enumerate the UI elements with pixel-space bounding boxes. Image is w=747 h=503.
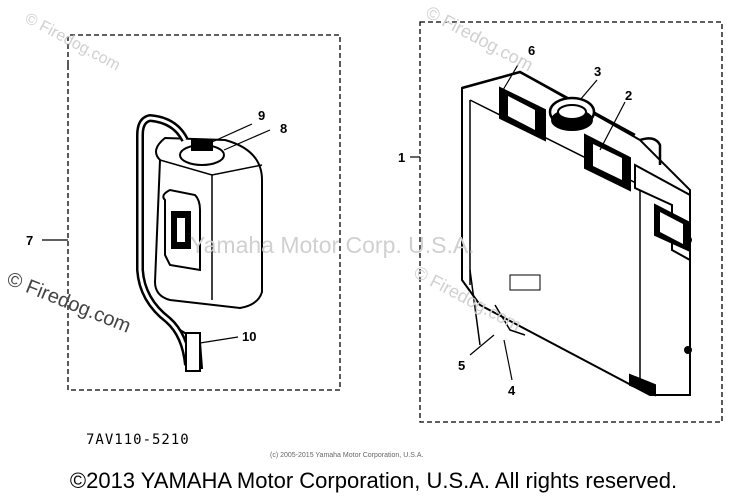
reserve-tank: [136, 113, 263, 372]
callout-2: 2: [625, 88, 632, 103]
callout-3: 3: [594, 64, 601, 79]
footer-copyright: ©2013 YAMAHA Motor Corporation, U.S.A. A…: [69, 468, 678, 493]
fine-copyright: (c) 2005-2015 Yamaha Motor Corporation, …: [270, 452, 424, 459]
callout-1: 1: [398, 150, 405, 165]
radiator: [461, 70, 692, 397]
callout-4: 4: [508, 383, 516, 398]
watermark-yamaha: Yamaha Motor Corp. U.S.A.: [190, 232, 475, 258]
part-code: 7AV110-5210: [86, 432, 190, 448]
reserve-tank-frame: [67, 34, 341, 391]
callout-7: 7: [26, 233, 33, 248]
callout-6: 6: [528, 43, 535, 58]
callout-9: 9: [258, 108, 265, 123]
leader-lines: [42, 57, 626, 381]
callout-5: 5: [458, 358, 465, 373]
callout-8: 8: [280, 121, 287, 136]
callout-10: 10: [242, 329, 256, 344]
radiator-frame: [419, 21, 723, 423]
